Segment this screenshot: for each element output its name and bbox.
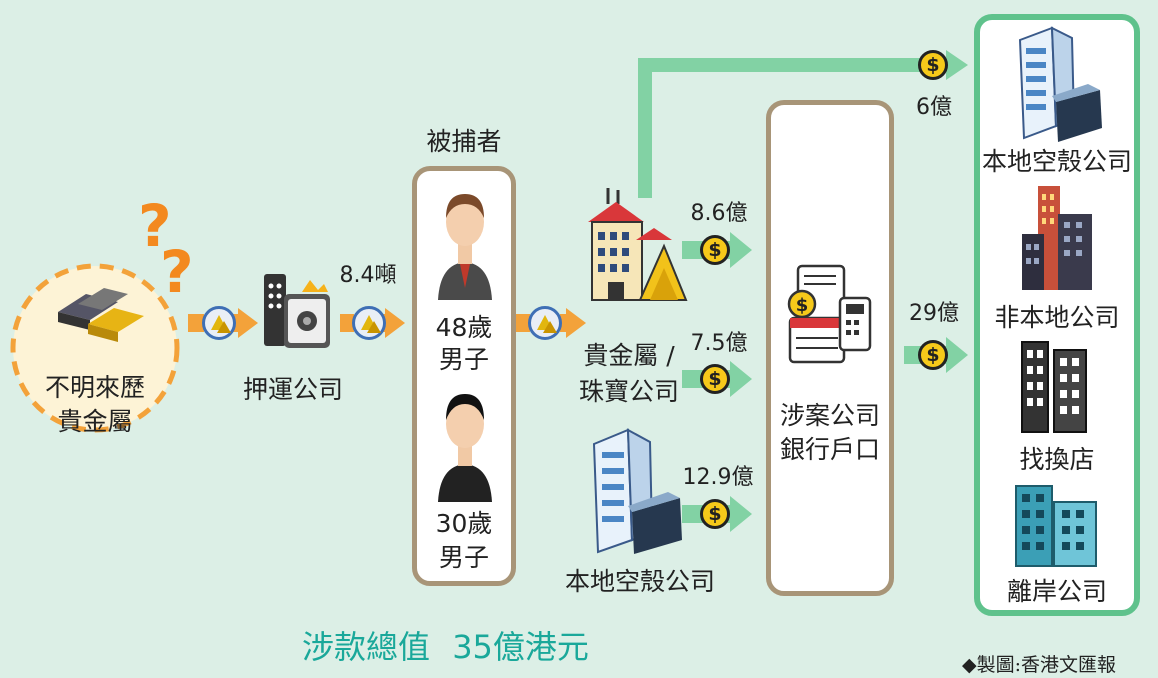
shell-company-building-icon bbox=[592, 428, 682, 554]
amount-top: 8.6億 bbox=[690, 201, 748, 226]
credit-label: ◆製圖:香港文匯報 bbox=[962, 654, 1117, 676]
person1-gender: 男子 bbox=[438, 345, 489, 374]
safe-icon bbox=[264, 274, 330, 348]
exchange-shop-building-icon bbox=[1021, 341, 1087, 433]
person1-age: 48歲 bbox=[435, 313, 493, 342]
man-30-icon bbox=[438, 394, 492, 502]
coin-icon-5: $ bbox=[918, 340, 948, 370]
svg-text:$: $ bbox=[796, 295, 809, 316]
orange-arrows bbox=[188, 308, 586, 338]
amount-mid: 7.5億 bbox=[690, 331, 748, 356]
outflow-amount-mid: 29億 bbox=[909, 301, 959, 326]
offshore-company-building-icon bbox=[1015, 485, 1097, 567]
question-mark-1: ? bbox=[138, 192, 172, 260]
coin-icon-1: $ bbox=[700, 235, 730, 265]
coin-icon-4: $ bbox=[918, 50, 948, 80]
total-amount: 涉款總值 35億港元 bbox=[302, 622, 589, 668]
destination-4-label: 離岸公司 bbox=[1006, 577, 1107, 606]
bank-label-2: 銀行戶口 bbox=[779, 435, 880, 464]
bank-label-1: 涉案公司 bbox=[779, 401, 880, 430]
bank-statement-icon: $ bbox=[787, 264, 872, 364]
total-amount-value: 35億港元 bbox=[452, 628, 589, 666]
gold-badge-2 bbox=[352, 306, 386, 340]
person2-age: 30歲 bbox=[435, 509, 493, 538]
man-48-icon bbox=[438, 194, 492, 300]
total-prefix: 涉款總值 bbox=[302, 628, 431, 666]
escort-company-label: 押運公司 bbox=[242, 375, 343, 404]
gold-bars-icon bbox=[58, 288, 144, 342]
destination-3-label: 找換店 bbox=[1019, 445, 1095, 474]
destination-2-label: 非本地公司 bbox=[994, 303, 1120, 332]
person2-gender: 男子 bbox=[438, 543, 489, 572]
source-label-2: 貴金屬 bbox=[57, 407, 133, 436]
jewelry-label-1: 貴金屬 / bbox=[583, 341, 675, 370]
gold-badge-3 bbox=[528, 306, 562, 340]
arrested-title: 被捕者 bbox=[426, 127, 502, 156]
source-dashed-circle bbox=[10, 263, 180, 433]
gold-badge-1 bbox=[202, 306, 236, 340]
amount-bottom: 12.9億 bbox=[682, 465, 754, 490]
jewelry-label-2: 珠寶公司 bbox=[578, 377, 679, 406]
shell-company-label: 本地空殼公司 bbox=[564, 567, 715, 596]
destination-1-label: 本地空殼公司 bbox=[981, 147, 1132, 176]
local-shell-building-icon bbox=[1018, 26, 1102, 142]
gold-weight-label: 8.4噸 bbox=[339, 263, 397, 288]
source-label-1: 不明來歷 bbox=[45, 373, 146, 402]
coin-icon-3: $ bbox=[700, 499, 730, 529]
jewelry-company-building-icon bbox=[588, 188, 688, 301]
outflow-amount-top: 6億 bbox=[916, 95, 952, 120]
overseas-company-building-icon bbox=[1022, 186, 1092, 290]
coin-icon-2: $ bbox=[700, 364, 730, 394]
question-mark-2: ? bbox=[160, 238, 194, 306]
